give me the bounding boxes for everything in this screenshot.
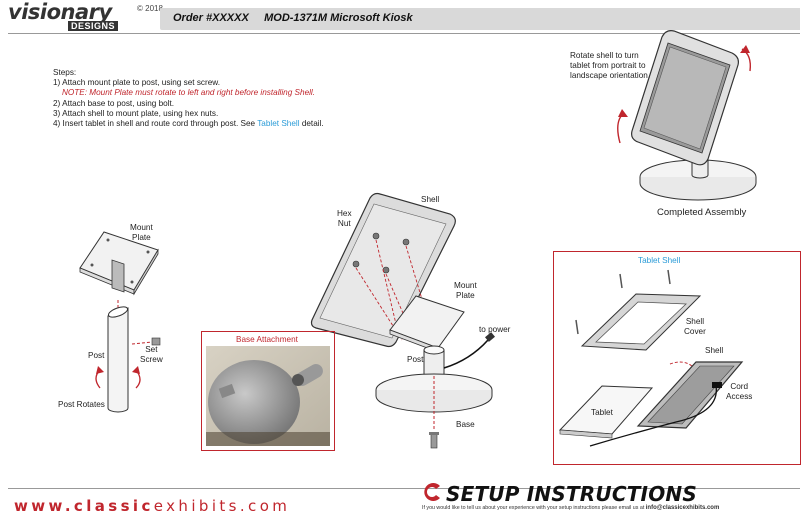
order-bar: [160, 8, 800, 30]
step-4-suffix: detail.: [299, 119, 324, 129]
set-screw-label: Set Screw: [140, 345, 163, 365]
completed-assembly-caption: Completed Assembly: [657, 207, 747, 218]
mount-plate-left-line2: Plate: [132, 233, 151, 242]
step-4-prefix: 4) Insert tablet in shell and route cord…: [53, 119, 258, 129]
exploded-assembly-illustration: [310, 192, 495, 449]
tablet-shell-box: [553, 251, 801, 465]
logo-wordmark: visionary: [8, 0, 112, 24]
post-label-left: Post: [88, 351, 105, 360]
base-attachment-title: Base Attachment: [236, 335, 298, 344]
setup-instructions-title: SETUP INSTRUCTIONS: [446, 482, 697, 506]
rotate-line-3: landscape orientation.: [570, 71, 651, 80]
shell-label-center: Shell: [421, 195, 440, 204]
rotate-line-2: tablet from portrait to: [570, 61, 646, 70]
tablet-shell-title: Tablet Shell: [638, 256, 681, 265]
set-screw-line1: Set: [145, 345, 158, 354]
order-title: Order #XXXXX MOD-1371M Microsoft Kiosk: [173, 12, 413, 24]
tablet-shell-illustration: [558, 269, 744, 447]
shell-cover-line2: Cover: [684, 327, 706, 336]
set-screw-line2: Screw: [140, 355, 163, 364]
setup-note-email[interactable]: info@classicexhibits.com: [645, 505, 720, 511]
hex-nut-line1: Hex: [337, 209, 352, 218]
step-2: 2) Attach base to post, using bolt.: [53, 98, 175, 108]
hex-nut-label: Hex Nut: [337, 209, 352, 229]
rotate-instructions: Rotate shell to turn tablet from portrai…: [570, 51, 650, 81]
step-1: 1) Attach mount plate to post, using set…: [53, 78, 221, 88]
shell-cover-line1: Shell: [685, 317, 705, 326]
visionary-designs-logo: visionary DESIGNS: [8, 0, 136, 32]
web-suffix: .com: [239, 497, 291, 515]
post-rotates-label: Post Rotates: [58, 400, 105, 409]
steps-list: Steps: 1) Attach mount plate to post, us…: [53, 68, 324, 129]
mount-plate-center-line2: Plate: [456, 291, 475, 300]
mount-plate-post-illustration: [79, 231, 161, 413]
classic-exhibits-icon: [424, 483, 440, 501]
copyright-text: © 2018: [137, 4, 163, 13]
logo-subtitle: DESIGNS: [68, 21, 119, 31]
web-brand: exhibits: [153, 497, 240, 515]
mount-plate-label-center: Mount Plate: [454, 281, 477, 301]
cord-access-line2: Access: [726, 392, 753, 401]
rotate-line-1: Rotate shell to turn: [570, 51, 639, 60]
steps-heading: Steps:: [53, 68, 77, 77]
base-attachment-photo: [206, 346, 330, 446]
footer-divider: [8, 488, 800, 489]
step-note: NOTE: Mount Plate must rotate to left an…: [62, 88, 316, 98]
hex-nut-line2: Nut: [337, 219, 351, 228]
header-divider: [8, 33, 800, 34]
setup-note-text: If you would like to tell us about your …: [422, 505, 646, 511]
website-url[interactable]: www.classicexhibits.com: [14, 497, 290, 515]
mount-plate-center-line1: Mount: [454, 281, 477, 290]
base-attachment-box: [201, 331, 335, 451]
mount-plate-left-line1: Mount: [130, 223, 153, 232]
cord-access-line1: Cord: [730, 382, 749, 391]
completed-assembly-illustration: [617, 30, 757, 201]
shell-label-right: Shell: [705, 346, 724, 355]
post-label-center: Post: [407, 355, 424, 364]
header: visionary DESIGNS © 2018 Order #XXXXX MO…: [0, 0, 808, 34]
cord-access-label: Cord Access: [726, 382, 752, 402]
tablet-label: Tablet: [591, 408, 613, 417]
setup-feedback-note: If you would like to tell us about your …: [422, 505, 719, 511]
shell-cover-label: Shell Cover: [684, 317, 706, 337]
step-3: 3) Attach shell to mount plate, using he…: [53, 108, 219, 118]
web-brand-bold: classic: [73, 497, 154, 515]
web-prefix: www.: [14, 497, 74, 515]
tablet-shell-link[interactable]: Tablet Shell: [257, 119, 300, 129]
base-label: Base: [456, 420, 475, 429]
step-4: 4) Insert tablet in shell and route cord…: [53, 119, 324, 129]
to-power-label: to power: [479, 325, 511, 334]
mount-plate-label-left: Mount Plate: [130, 223, 153, 243]
